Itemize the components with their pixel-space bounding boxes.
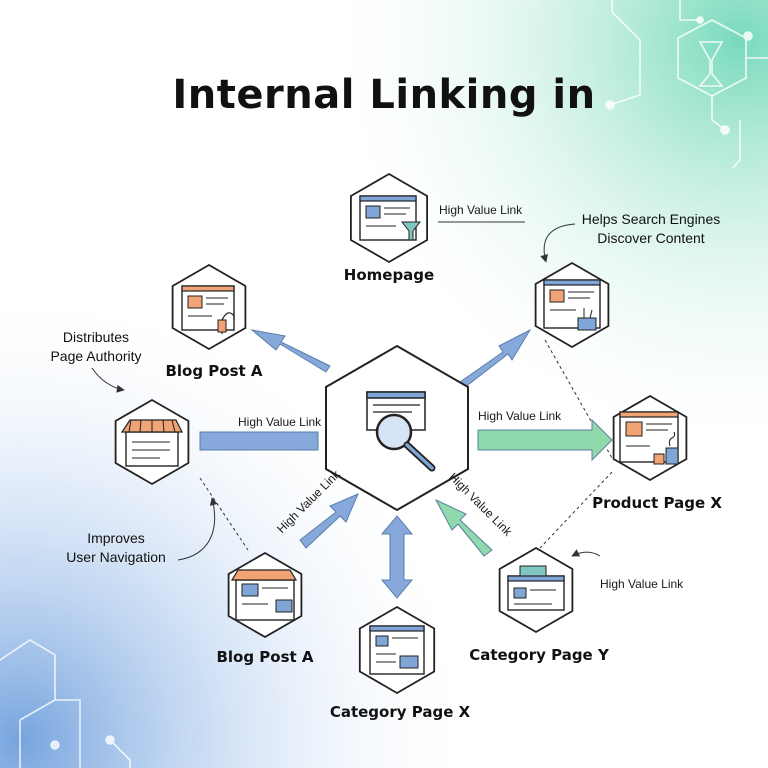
- annotation-helps-search: Helps Search Engines Discover Content: [582, 210, 721, 248]
- homepage-node-icon: [359, 195, 422, 241]
- cart-icon: [275, 599, 293, 613]
- arrow-from-blog-post-a-bottom: [299, 493, 359, 549]
- annotation-distributes-line1: Distributes: [62, 329, 130, 345]
- blog-post-a-top-label: Blog Post A: [165, 362, 263, 380]
- annotation-helps-search-line2: Discover Content: [597, 230, 705, 246]
- page-title: Internal Linking in: [172, 72, 596, 118]
- circuit-decoration-bottom: [0, 639, 131, 768]
- circuit-decoration-top: [605, 0, 768, 169]
- blog-post-a-bottom-label: Blog Post A: [216, 648, 314, 666]
- arrow-from-category-page-y: [434, 498, 493, 557]
- link-label-top: High Value Link: [439, 203, 523, 217]
- dashed-connectors: [199, 339, 613, 551]
- annotation-improves: Improves User Navigation: [66, 529, 166, 567]
- arrow-to-top-right: [459, 328, 532, 389]
- blog-post-a-top-icon: [181, 285, 235, 334]
- annotation-improves-line2: User Navigation: [66, 549, 166, 565]
- link-label-category-y-side: High Value Link: [600, 577, 684, 591]
- category-page-y-icon: [507, 565, 565, 611]
- arrow-category-page-x: [380, 515, 414, 599]
- top-right-node-icon: [543, 279, 601, 331]
- bottle-icon: [668, 431, 676, 447]
- annotation-arrows: [91, 221, 601, 561]
- product-page-x-icon: [619, 411, 679, 465]
- storefront-icon: [120, 419, 183, 467]
- link-arrows: [199, 328, 613, 599]
- magnifier-icon: [375, 413, 436, 472]
- annotation-distributes-line2: Page Authority: [50, 348, 142, 364]
- arrow-to-product-page-x: [477, 418, 613, 462]
- category-page-y-label: Category Page Y: [469, 646, 609, 664]
- category-page-x-icon: [369, 625, 425, 675]
- funnel-icon: [400, 221, 422, 241]
- center-search-node: [325, 344, 469, 512]
- annotation-improves-line1: Improves: [87, 530, 145, 546]
- product-page-x-label: Product Page X: [592, 494, 722, 512]
- annotation-distributes: Distributes Page Authority: [50, 328, 141, 366]
- blog-post-a-bottom-icon: [230, 569, 298, 621]
- link-label-right: High Value Link: [478, 409, 562, 423]
- arrow-left-bar: [199, 431, 319, 451]
- link-label-left: High Value Link: [238, 415, 322, 429]
- homepage-label: Homepage: [343, 266, 435, 284]
- annotation-helps-search-line1: Helps Search Engines: [581, 211, 721, 227]
- document-icon: [366, 391, 426, 431]
- arrow-to-blog-post-a: [250, 329, 331, 373]
- category-page-x-label: Category Page X: [329, 703, 471, 721]
